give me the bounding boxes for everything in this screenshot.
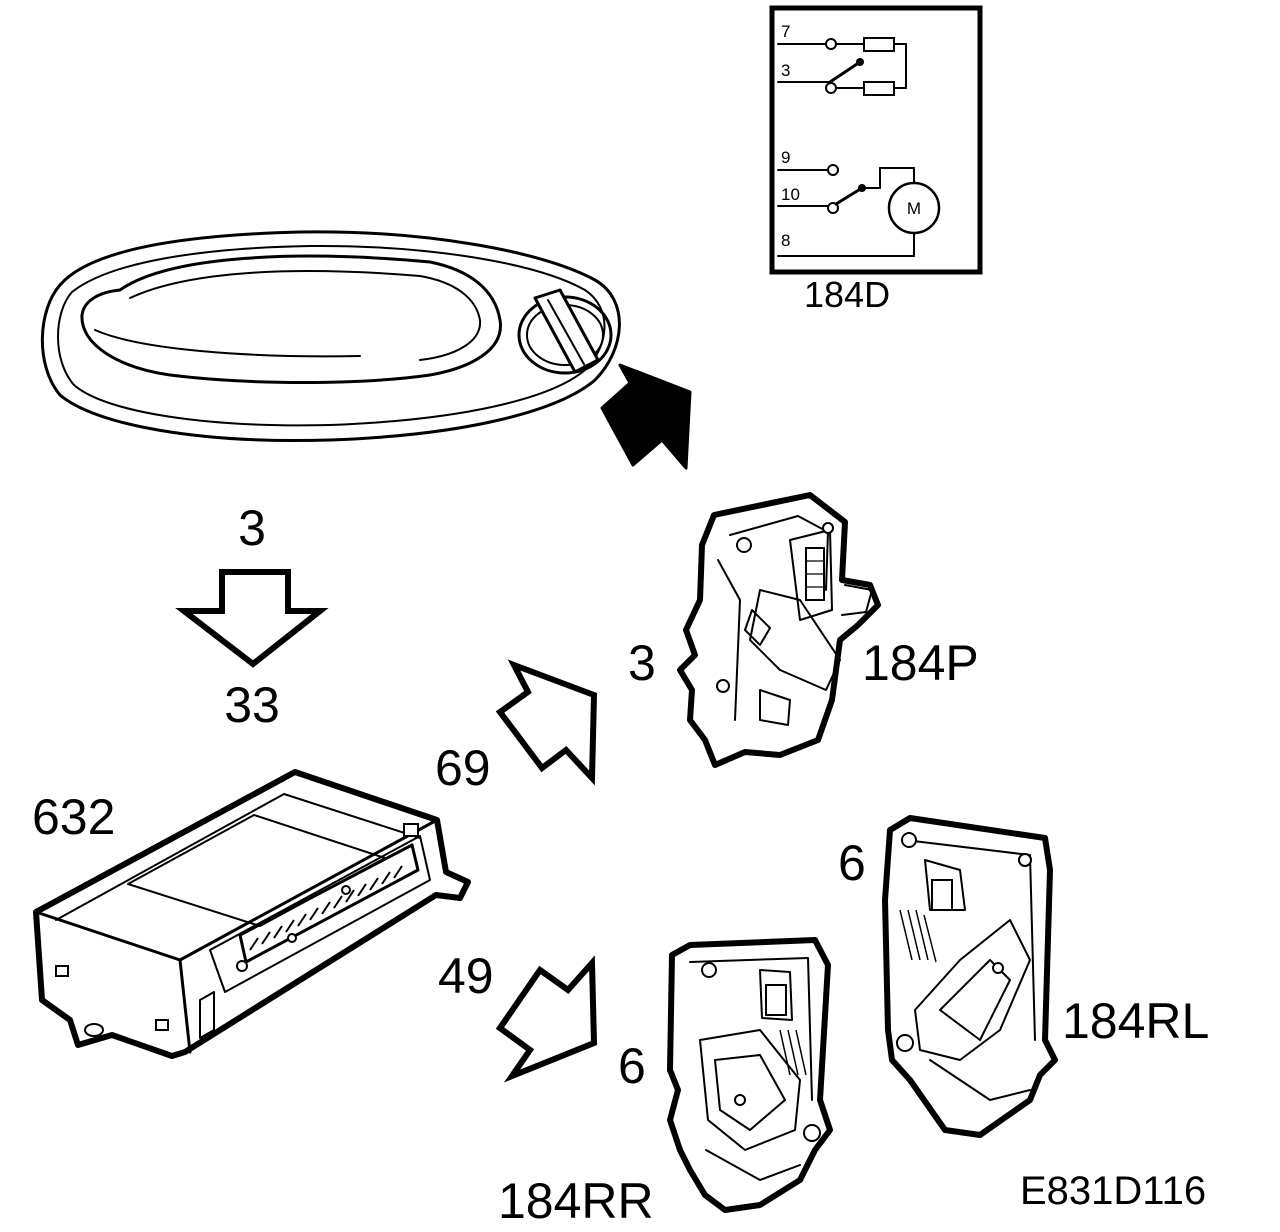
label-rl-lock-pin: 6 [838,835,866,891]
label-rr-lock-pin: 6 [618,1038,646,1094]
switch-schematic: 7 3 9 10 8 M [769,5,983,275]
label-184p: 184P [862,635,979,691]
label-33: 33 [224,677,280,733]
rear-left-lock-184rl [882,815,1058,1138]
pin-label-10: 10 [781,185,800,204]
door-handle [40,230,621,442]
label-184d: 184D [804,274,890,315]
label-49: 49 [438,948,494,1004]
control-unit-632 [33,769,471,1059]
front-lock-184p [677,492,881,768]
down-right-arrow-icon [495,955,598,1083]
label-632: 632 [32,789,115,845]
label-184rr: 184RR [498,1173,654,1229]
down-arrow-icon [175,569,329,668]
pin-label-7: 7 [781,22,790,41]
rear-right-lock-184rr [667,937,833,1213]
label-184rl: 184RL [1062,993,1209,1049]
motor-symbol: M [907,199,921,218]
up-right-arrow-icon [495,659,598,786]
black-arrow-icon [600,363,692,470]
label-3-top: 3 [238,500,266,556]
label-front-lock-pin: 3 [628,635,656,691]
pin-label-9: 9 [781,148,790,167]
figure-id: E831D116 [1020,1169,1206,1213]
pin-label-3: 3 [781,61,790,80]
pin-label-8: 8 [781,231,790,250]
label-69: 69 [435,740,491,796]
